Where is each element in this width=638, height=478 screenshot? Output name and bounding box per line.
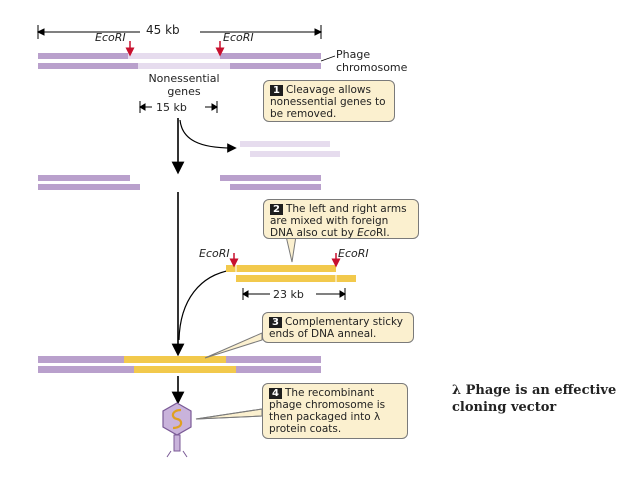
step-text-4: The recombinant phage chromosome is then… — [269, 387, 386, 435]
foreign-ecori-label-left: EcoRI — [199, 247, 230, 260]
recombinant-chromosome — [38, 356, 321, 373]
phage-particle-icon — [162, 402, 192, 458]
length-bracket-45kb — [36, 25, 323, 39]
step-text-3: Complementary sticky ends of DNA anneal. — [269, 316, 403, 340]
length-bracket-15kb — [139, 101, 218, 113]
step-text-2: The left and right arms are mixed with f… — [270, 203, 407, 239]
phage-chromosome-label: Phage chromosome — [336, 48, 408, 74]
step-number-1: 1 — [270, 85, 283, 96]
step-number-4: 4 — [269, 388, 282, 399]
step-number-2: 2 — [270, 204, 283, 215]
phage-right-arm — [220, 175, 321, 190]
step-text-2-end: RI. — [376, 227, 390, 239]
phage-chromosome-top — [38, 53, 321, 69]
length-label-15kb: 15 kb — [156, 101, 187, 114]
ecori-label-right: EcoRI — [223, 31, 254, 44]
ecori-label-left: EcoRI — [95, 31, 126, 44]
phage-chromosome-leader — [320, 55, 336, 62]
length-label-23kb: 23 kb — [273, 288, 304, 301]
nonessential-genes-label: Nonessential genes — [148, 72, 220, 98]
length-bracket-23kb — [242, 288, 346, 300]
merge-curve-arrow — [178, 269, 233, 341]
step-number-3: 3 — [269, 317, 282, 328]
slide-caption: λ Phage is an effective cloning vector — [452, 383, 617, 415]
length-label-45kb: 45 kb — [146, 23, 180, 37]
removed-nonessential-fragment — [240, 141, 340, 157]
removal-curve-arrow — [179, 119, 237, 153]
phage-left-arm — [38, 175, 140, 190]
foreign-ecori-label-right: EcoRI — [338, 247, 369, 260]
foreign-dna-fragment — [226, 265, 356, 282]
step-text-2-italic: Eco — [357, 227, 376, 239]
callout-pointers — [195, 235, 297, 420]
step-text-1: Cleavage allows nonessential genes to be… — [270, 84, 386, 120]
